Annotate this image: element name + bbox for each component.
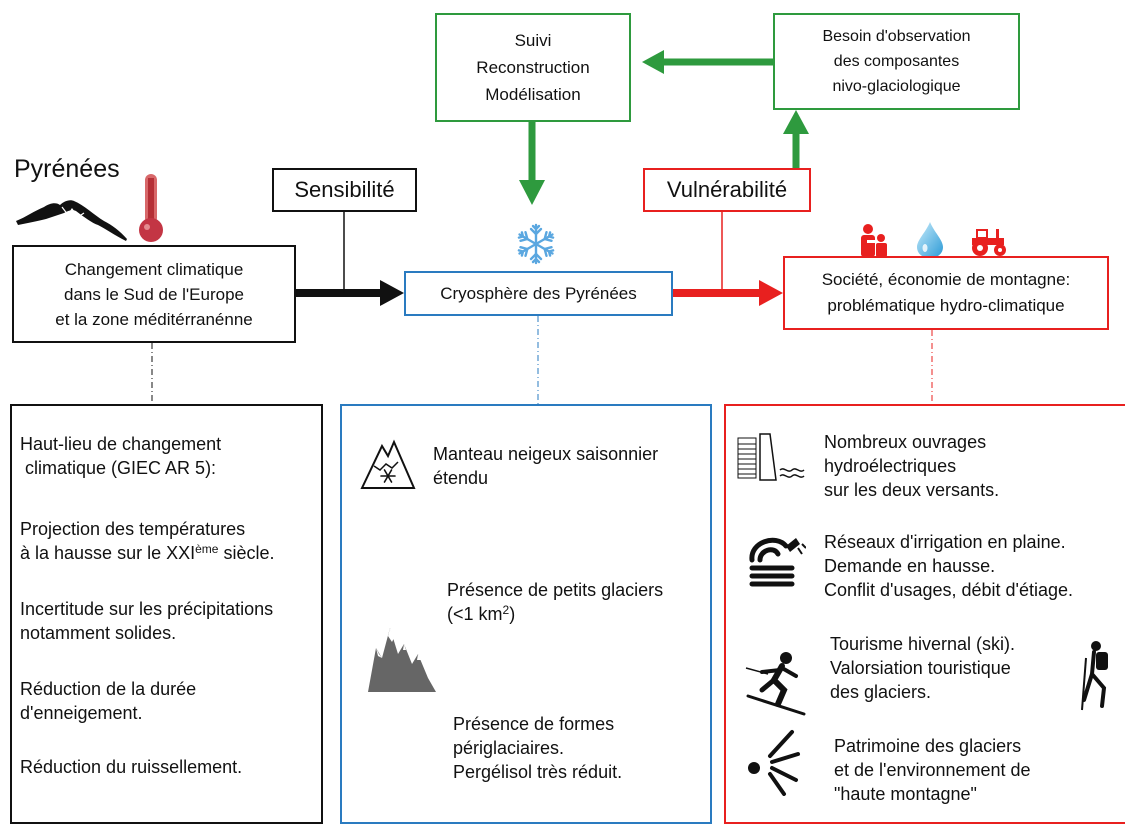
glaciers-line-2-pre: (<1 km xyxy=(447,604,503,624)
left-item-4-line-1: Réduction de la durée xyxy=(20,679,197,699)
tourism-line-3: des glaciers. xyxy=(830,682,932,702)
people-icon xyxy=(861,224,887,257)
glacier-peaks-icon xyxy=(368,628,436,692)
glaciers-line-2-post: ) xyxy=(509,604,516,624)
observation-need-box: Besoin d'observation des composantes niv… xyxy=(773,13,1020,110)
monitoring-line-2: Reconstruction xyxy=(476,58,590,77)
hydro-line-1: Nombreux ouvrages xyxy=(824,432,987,452)
mountain-icon xyxy=(16,200,127,241)
society-line-1: Société, économie de montagne: xyxy=(821,270,1071,289)
left-item-4-line-2: d'enneigement. xyxy=(20,703,143,723)
vulnerabilite-label: Vulnérabilité xyxy=(643,168,811,212)
hiker-icon xyxy=(1081,641,1108,711)
dam-icon xyxy=(737,433,805,481)
left-item-5-line-1: Réduction du ruissellement. xyxy=(20,757,243,777)
snowflake-icon xyxy=(515,223,557,265)
periglacial-line-1: Présence de formes xyxy=(453,714,615,734)
heritage-line-2: et de l'environnement de xyxy=(834,760,1031,780)
tractor-icon xyxy=(972,229,1006,256)
skier-icon xyxy=(745,652,806,716)
snowpack-text: Manteau neigeux saisonnier étendu xyxy=(433,442,658,490)
climate-line-3: et la zone méditérranénne xyxy=(55,309,253,329)
left-item-3-line-1: Incertitude sur les précipitations xyxy=(20,599,274,619)
left-item-4: Réduction de la durée d'enneigement. xyxy=(20,677,196,725)
hydro-line-2: hydroélectriques xyxy=(824,456,957,476)
climate-change-box: Changement climatique dans le Sud de l'E… xyxy=(12,245,296,343)
black-arrow-head xyxy=(380,280,404,306)
monitoring-line-1: Suivi xyxy=(514,31,552,50)
glaciers-text: Présence de petits glaciers (<1 km2) xyxy=(447,578,663,626)
glaciers-line-2: (<1 km2) xyxy=(447,602,663,626)
snowpack-line-1: Manteau neigeux saisonnier xyxy=(433,444,659,464)
irrigation-text: Réseaux d'irrigation en plaine. Demande … xyxy=(824,530,1073,602)
monitoring-line-3: Modélisation xyxy=(485,85,581,104)
glaciers-line-1: Présence de petits glaciers xyxy=(447,580,664,600)
vulnerabilite-text: Vulnérabilité xyxy=(666,177,788,202)
sensibilite-label: Sensibilité xyxy=(272,168,417,212)
green-arrow-left-head xyxy=(642,50,664,74)
red-arrow-head xyxy=(759,280,783,306)
climate-impacts-panel: Haut-lieu de changement climatique (GIEC… xyxy=(10,404,323,824)
glaciers-superscript: 2 xyxy=(502,603,510,617)
green-arrow-down-head xyxy=(519,180,545,205)
cryosphere-label: Cryosphère des Pyrénées xyxy=(440,283,637,303)
hydro-line-3: sur les deux versants. xyxy=(824,480,1000,500)
cryosphere-panel: Manteau neigeux saisonnier étendu Présen… xyxy=(340,404,712,824)
monitoring-box: Suivi Reconstruction Modélisation xyxy=(435,13,631,122)
left-item-2-line-1: Projection des températures xyxy=(20,519,246,539)
periglacial-line-3: Pergélisol très réduit. xyxy=(453,762,623,782)
climate-line-1: Changement climatique xyxy=(64,259,244,279)
periglacial-text: Présence de formes périglaciaires. Pergé… xyxy=(453,712,622,784)
left-item-3-line-2: notamment solides. xyxy=(20,623,177,643)
tourism-line-2: Valorsiation touristique xyxy=(830,658,1011,678)
cryosphere-box: Cryosphère des Pyrénées xyxy=(404,271,673,316)
left-item-1: Haut-lieu de changement climatique (GIEC… xyxy=(20,432,221,480)
climate-line-2: dans le Sud de l'Europe xyxy=(64,284,244,304)
snowpack-line-2: étendu xyxy=(433,468,489,488)
observation-line-3: nivo-glaciologique xyxy=(832,78,961,95)
heritage-line-1: Patrimoine des glaciers xyxy=(834,736,1022,756)
irrigation-hose-icon xyxy=(749,537,806,587)
hydro-text: Nombreux ouvrages hydroélectriques sur l… xyxy=(824,430,999,502)
left-item-3: Incertitude sur les précipitations notam… xyxy=(20,597,273,645)
left-item-1-line-1: Haut-lieu de changement xyxy=(20,434,222,454)
snow-mountain-icon xyxy=(360,439,416,489)
heritage-text: Patrimoine des glaciers et de l'environn… xyxy=(834,734,1031,806)
tourism-text: Tourisme hivernal (ski). Valorsiation to… xyxy=(830,632,1015,704)
irrigation-line-2: Demande en hausse. xyxy=(824,556,996,576)
water-drop-icon xyxy=(917,222,943,258)
left-item-1-line-2: climatique (GIEC AR 5): xyxy=(20,458,217,478)
observation-line-2: des composantes xyxy=(833,53,960,70)
left-item-2-superscript: ème xyxy=(195,542,219,556)
society-box: Société, économie de montagne: problémat… xyxy=(783,256,1109,330)
green-arrow-up-head xyxy=(783,110,809,134)
periglacial-line-2: périglaciaires. xyxy=(453,738,565,758)
left-item-2: Projection des températures à la hausse … xyxy=(20,517,274,565)
thermometer-icon xyxy=(139,174,163,242)
glacier-heritage-icon xyxy=(748,730,800,796)
sensibilite-text: Sensibilité xyxy=(294,177,395,202)
left-item-2-line-2: à la hausse sur le XXIème siècle. xyxy=(20,541,274,565)
society-line-2: problématique hydro-climatique xyxy=(827,296,1065,315)
region-title: Pyrénées xyxy=(14,155,120,183)
society-impacts-panel: Nombreux ouvrages hydroélectriques sur l… xyxy=(724,404,1125,824)
irrigation-line-3: Conflit d'usages, débit d'étiage. xyxy=(824,580,1074,600)
heritage-line-3: "haute montagne" xyxy=(834,784,977,804)
left-item-2-line-2-post: siècle. xyxy=(218,543,275,563)
left-item-5: Réduction du ruissellement. xyxy=(20,755,242,779)
observation-line-1: Besoin d'observation xyxy=(822,28,971,45)
tourism-line-1: Tourisme hivernal (ski). xyxy=(830,634,1016,654)
irrigation-line-1: Réseaux d'irrigation en plaine. xyxy=(824,532,1066,552)
left-item-2-line-2-pre: à la hausse sur le XXI xyxy=(20,543,196,563)
